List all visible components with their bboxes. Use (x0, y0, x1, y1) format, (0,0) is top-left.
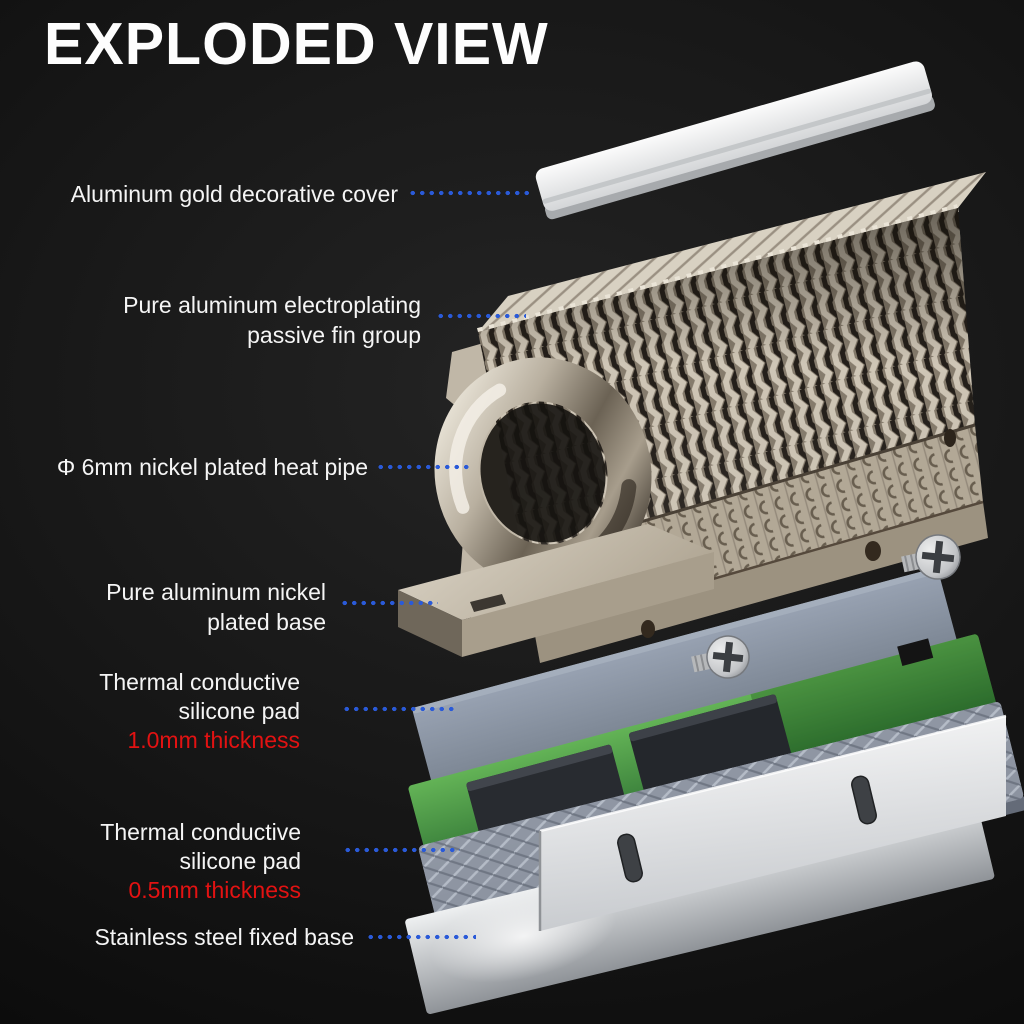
leader-line-nickel-base (340, 600, 438, 606)
base-slot (851, 775, 877, 825)
label-text: Pure aluminum nickel (106, 579, 326, 605)
screw-icon (901, 534, 961, 580)
label-text: passive fin group (247, 322, 421, 348)
label-nickel-base: Pure aluminum nickel plated base (106, 577, 326, 637)
page-title: EXPLODED VIEW (44, 11, 549, 77)
label-thermal-pad-1mm: Thermal conductive silicone pad 1.0mm th… (99, 668, 300, 755)
label-text: Φ 6mm nickel plated heat pipe (56, 454, 368, 480)
label-thermal-pad-05mm: Thermal conductive silicone pad 0.5mm th… (100, 818, 301, 905)
base-slot (617, 833, 643, 883)
stainless-steel-fixed-base (405, 714, 1007, 1015)
thickness-value: 1.0mm thickness (127, 727, 300, 753)
leader-line-thermal-pad-05mm (343, 847, 460, 853)
aluminum-gold-decorative-cover (535, 61, 935, 220)
leader-line-decorative-cover (408, 190, 530, 196)
mounting-screws (691, 534, 961, 679)
label-text: silicone pad (179, 848, 301, 874)
leader-line-thermal-pad-1mm (342, 706, 458, 712)
label-steel-base: Stainless steel fixed base (94, 922, 354, 952)
leader-line-steel-base (366, 934, 476, 940)
m2-connector-notch (897, 638, 934, 666)
label-text: Aluminum gold decorative cover (70, 181, 398, 207)
nickel-plated-base (398, 524, 714, 657)
label-text: Stainless steel fixed base (94, 924, 354, 950)
screw-icon (691, 635, 750, 679)
leader-line-fin-group (436, 313, 526, 319)
label-fin-group: Pure aluminum electroplating passive fin… (123, 290, 421, 350)
thickness-value: 0.5mm thickness (128, 877, 301, 903)
label-heat-pipe: Φ 6mm nickel plated heat pipe (57, 452, 368, 482)
label-text: Thermal conductive (100, 819, 301, 845)
label-text: Pure aluminum electroplating (123, 292, 421, 318)
leader-line-heat-pipe (376, 464, 470, 470)
label-text: silicone pad (178, 698, 300, 724)
label-text: Thermal conductive (99, 669, 300, 695)
label-text: plated base (207, 609, 326, 635)
label-decorative-cover: Aluminum gold decorative cover (71, 179, 398, 209)
